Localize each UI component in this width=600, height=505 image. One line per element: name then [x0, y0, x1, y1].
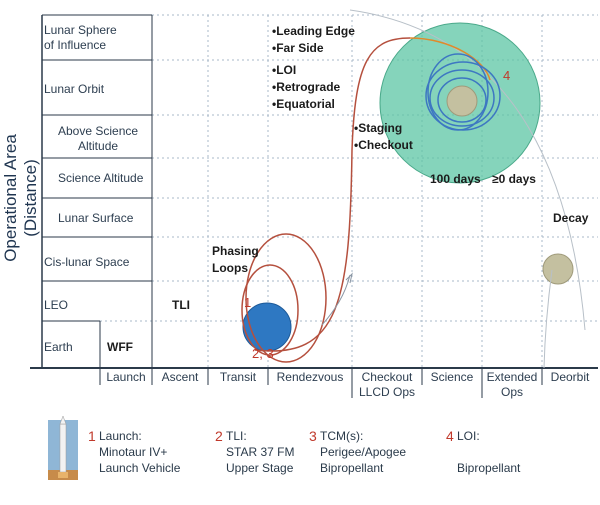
legend-num: 2 [215, 428, 223, 444]
days-0-label: ≥0 days [492, 172, 536, 186]
column-separators [99, 15, 543, 398]
staging-label: •Staging •Checkout [354, 120, 413, 154]
legend-num: 1 [88, 428, 96, 444]
col-label-checkout: Checkout LLCD Ops [352, 370, 422, 400]
col-label-rendezvous: Rendezvous [276, 370, 344, 384]
legend-line: Bipropellant [320, 461, 384, 475]
loi-line: •Equatorial [272, 97, 335, 111]
row-label-lunar-sphere: Lunar Sphere of Influence [44, 23, 117, 53]
legend-item-tcm: 3 TCM(s): Perigee/Apogee Bipropellant [309, 428, 406, 476]
legend-line: TLI: [226, 429, 247, 443]
col-label-launch: Launch [106, 370, 146, 384]
legend-line: Upper Stage [226, 461, 294, 475]
col-label-extended-ops: Extended Ops [482, 370, 542, 400]
row-label-earth: Earth [44, 340, 73, 354]
decay-label: Decay [553, 211, 589, 225]
legend-num: 4 [446, 428, 454, 444]
row-separators [42, 14, 152, 322]
marker-4: 4 [503, 68, 511, 83]
decay-path [543, 269, 553, 369]
wff-label: WFF [107, 340, 133, 354]
legend-num: 3 [309, 428, 317, 444]
row-label-above-science: Above Science Altitude [58, 124, 138, 154]
row-label-lunar-orbit: Lunar Orbit [44, 82, 105, 96]
legend-line: Perigee/Apogee [320, 445, 407, 459]
legend-item-launch: 1 Launch: Minotaur IV+ Launch Vehicle [88, 428, 180, 476]
legend-item-loi: 4 LOI: Bipropellant [446, 428, 520, 476]
legend-item-tli: 2 TLI: STAR 37 FM Upper Stage [215, 428, 294, 476]
legend-line: STAR 37 FM [226, 445, 295, 459]
legend-line: TCM(s): [320, 429, 364, 443]
col-label-line: Checkout [361, 370, 413, 384]
leading-edge-label: •Leading Edge •Far Side [272, 23, 355, 57]
phasing-loops-label: Phasing Loops [212, 243, 259, 277]
lunar-orbits [425, 53, 501, 131]
moon [446, 85, 478, 117]
col-label-line: Extended [486, 370, 538, 384]
loi-line: •Retrograde [272, 80, 341, 94]
marker-1: 1 [244, 295, 252, 310]
col-label-science: Science [430, 370, 474, 384]
leading-line: •Far Side [272, 41, 324, 55]
legend-line: LOI: [457, 429, 480, 443]
y-axis-title: Operational Area (Distance) [1, 134, 40, 262]
row-label-line: Altitude [78, 139, 119, 153]
row-label-cislunar: Cis-lunar Space [44, 255, 130, 269]
legend-line: Launch: [99, 429, 142, 443]
row-label-line: Above Science [58, 124, 139, 138]
rocket-icon [48, 415, 78, 480]
phasing-line: Loops [212, 261, 248, 275]
legend-line [457, 444, 520, 460]
deorbit-moon [542, 253, 574, 285]
col-label-ascent: Ascent [161, 370, 199, 384]
sphere-arc [349, 9, 586, 331]
staging-line: •Checkout [354, 138, 413, 152]
legend-line: Bipropellant [457, 461, 521, 475]
leading-line: •Leading Edge [272, 24, 355, 38]
days-100-label: 100 days [430, 172, 481, 186]
row-label-line: of Influence [44, 38, 107, 52]
tli-label: TLI [172, 298, 190, 312]
row-label-science-altitude: Science Altitude [58, 171, 144, 185]
row-label-line: Lunar Sphere [44, 23, 117, 37]
phasing-line: Phasing [212, 244, 259, 258]
loi-label: •LOI •Retrograde •Equatorial [272, 62, 340, 113]
trajectory [241, 37, 491, 363]
loi-line: •LOI [272, 63, 297, 77]
staging-line: •Staging [354, 121, 403, 135]
col-label-line: LLCD Ops [358, 385, 416, 399]
marker-2-3: 2, 3 [252, 346, 274, 361]
col-label-line: Ops [500, 385, 523, 399]
row-label-leo: LEO [44, 298, 69, 312]
col-label-transit: Transit [219, 370, 257, 384]
legend-line: Minotaur IV+ [99, 445, 168, 459]
col-label-deorbit: Deorbit [550, 370, 590, 384]
legend-line: Launch Vehicle [99, 461, 181, 475]
row-label-lunar-surface: Lunar Surface [58, 211, 134, 225]
